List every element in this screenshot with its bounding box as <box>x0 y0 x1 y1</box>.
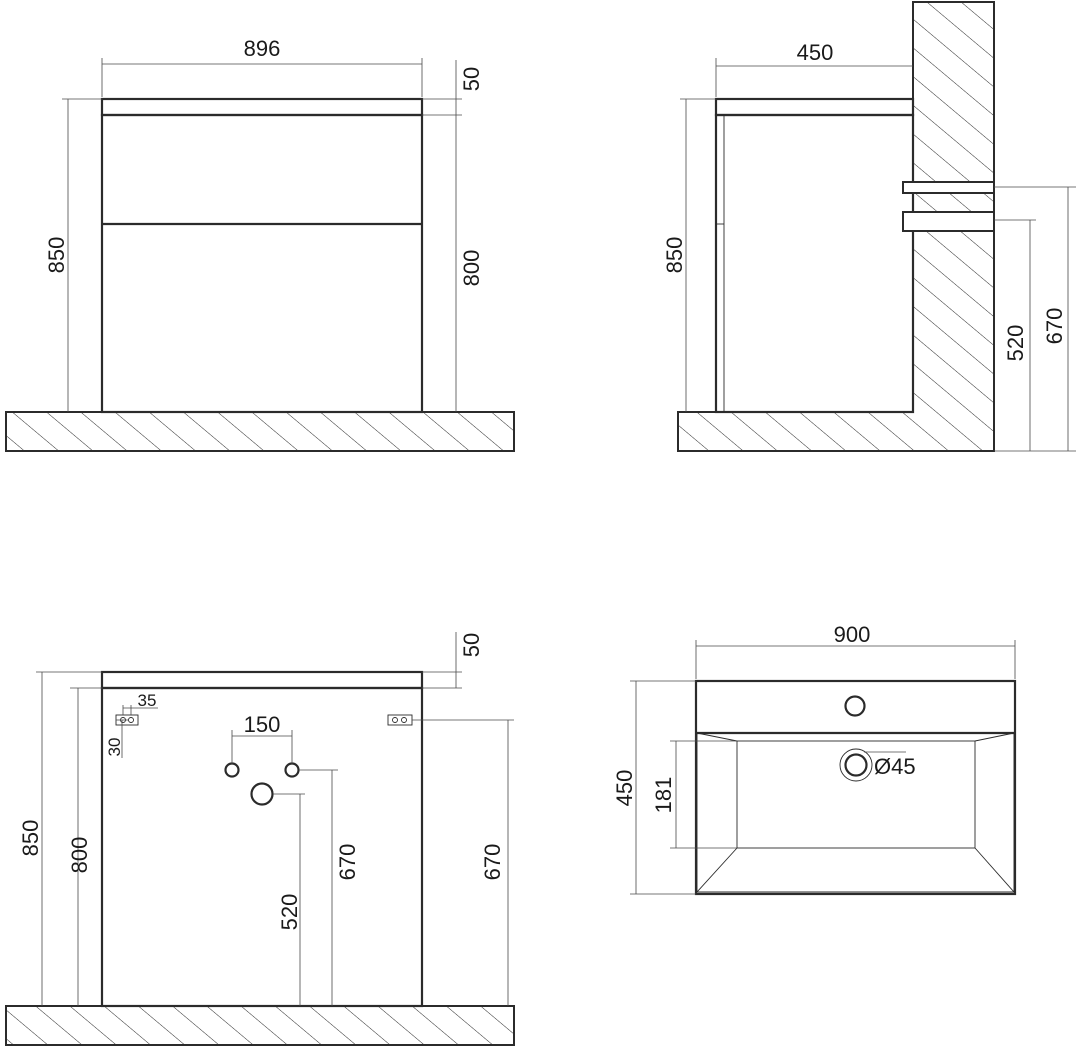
mount-offset-x-label: 35 <box>138 691 157 710</box>
left-mount-hole <box>128 717 134 723</box>
front-total-height-label: 850 <box>44 237 69 274</box>
side-upper-pipe <box>902 181 995 194</box>
back-total-height-label: 850 <box>18 820 43 857</box>
basin-width-label: 900 <box>834 622 871 647</box>
supply-hole-right <box>284 762 300 778</box>
supply-hole-left <box>224 762 240 778</box>
back-floor <box>5 1005 515 1046</box>
side-view: 450 850 520 670 <box>662 1 1076 452</box>
front-countertop <box>100 97 424 117</box>
bowl-outer <box>696 732 1015 893</box>
front-cabinet-body <box>100 113 424 414</box>
pipe-spacing-label: 150 <box>244 712 281 737</box>
front-body-height-label: 800 <box>459 250 484 287</box>
supply-height-label: 670 <box>335 844 360 881</box>
top-view: Ø45 900 450 181 <box>612 622 1017 896</box>
front-width-label: 896 <box>244 36 281 61</box>
right-mount-hole <box>401 717 407 723</box>
drain-diameter-label: Ø45 <box>874 754 916 779</box>
faucet-hole <box>844 695 866 717</box>
drain-hole <box>250 782 274 806</box>
side-lower-pipe-label: 520 <box>1003 325 1028 362</box>
side-lower-pipe <box>902 211 995 232</box>
back-top-thickness-label: 50 <box>459 633 484 657</box>
back-cabinet-body <box>100 686 424 1008</box>
side-total-height-label: 850 <box>662 237 687 274</box>
drain-height-label: 520 <box>277 894 302 931</box>
front-top-thickness-label: 50 <box>459 67 484 91</box>
back-body-height-label: 800 <box>67 837 92 874</box>
back-view: 50 850 800 35 30 150 520 670 670 <box>5 632 515 1046</box>
side-upper-pipe-label: 670 <box>1042 308 1067 345</box>
bowl-offset-label: 181 <box>651 777 676 814</box>
front-floor <box>5 411 515 452</box>
drain-inner <box>844 753 868 777</box>
side-countertop <box>714 97 915 117</box>
side-cabinet-body <box>714 113 915 414</box>
basin-outline <box>694 679 1017 896</box>
front-view: 896 50 850 800 <box>5 36 515 452</box>
side-depth-label: 450 <box>797 40 834 65</box>
drain-outer-ring <box>839 748 873 782</box>
right-mount-bracket <box>387 714 413 726</box>
mount-offset-y-label: 30 <box>105 738 124 757</box>
bowl-inner <box>736 740 976 849</box>
basin-depth-label: 450 <box>612 770 637 807</box>
back-countertop <box>100 670 424 690</box>
right-mount-height-label: 670 <box>480 844 505 881</box>
right-mount-hole <box>392 717 398 723</box>
